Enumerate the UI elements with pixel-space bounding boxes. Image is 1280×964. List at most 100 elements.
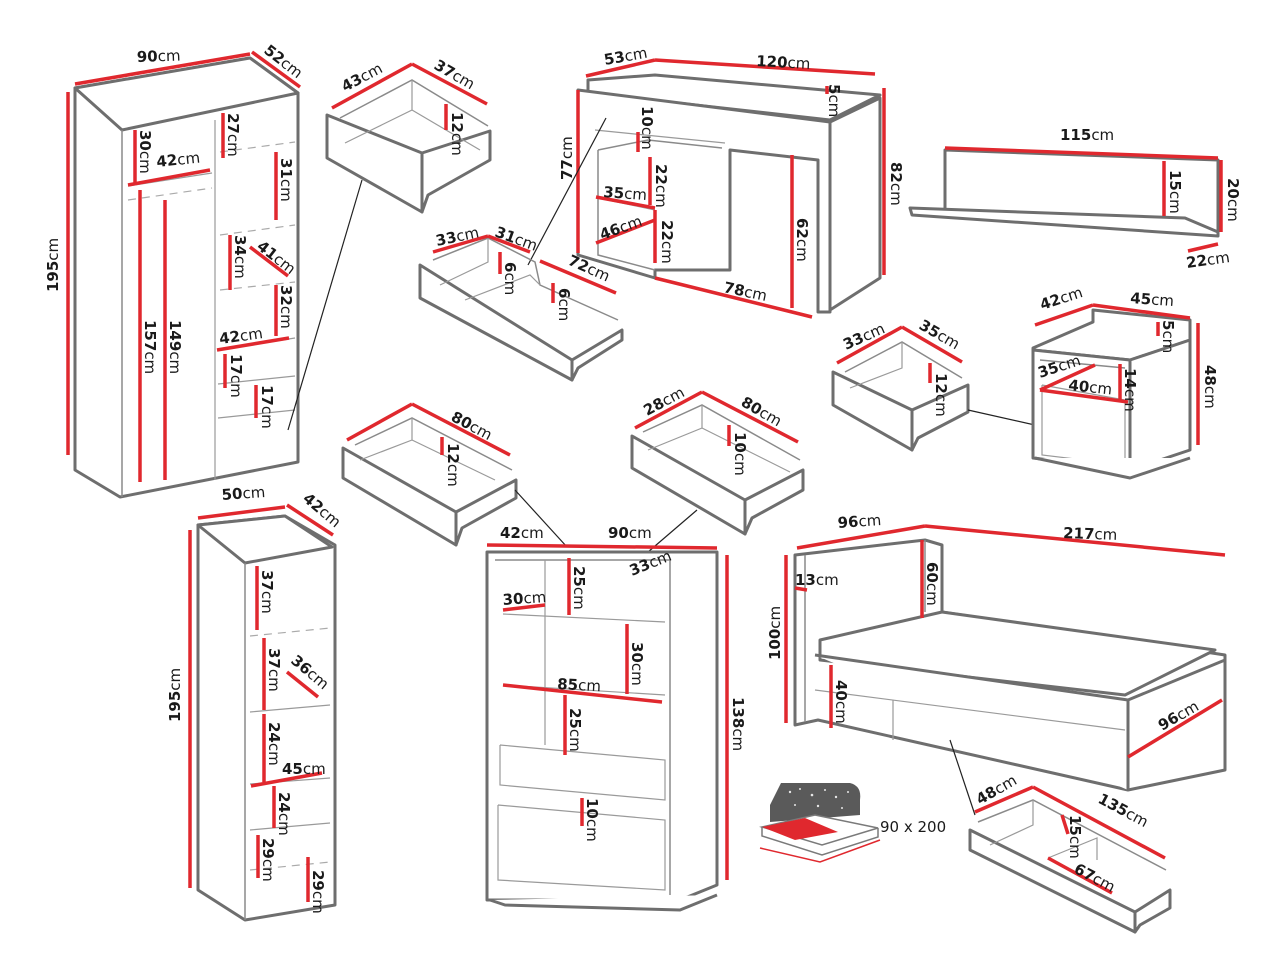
svg-text:149cm: 149cm bbox=[166, 320, 184, 374]
chest-right-leader-line bbox=[647, 509, 698, 553]
svg-text:120cm: 120cm bbox=[756, 52, 811, 73]
shelf-depth: 22 bbox=[1185, 251, 1208, 272]
desk-upstand: 5 bbox=[825, 84, 843, 94]
wardrobe-hanging-inner: 149 bbox=[166, 320, 184, 351]
nightstand-niche-depth: 35 bbox=[1036, 358, 1061, 382]
desk-leader-line bbox=[527, 117, 607, 266]
bookcase-s6: 29 bbox=[309, 870, 327, 891]
chest-of-drawers: 42cm 90cm 33cm 25cm 30cm 30cm 85cm 25cm … bbox=[485, 524, 747, 912]
nightstand-height: 48 bbox=[1201, 365, 1219, 386]
desk-drawer-w: 35 bbox=[603, 183, 625, 202]
bed-head-height: 60 bbox=[923, 562, 941, 583]
svg-text:29cm: 29cm bbox=[309, 870, 327, 914]
desk-drawer1-h: 22 bbox=[652, 164, 670, 185]
bookcase-width: 50 bbox=[221, 485, 243, 504]
svg-text:45cm: 45cm bbox=[1130, 289, 1175, 310]
svg-text:5cm: 5cm bbox=[1159, 320, 1177, 353]
svg-text:77cm: 77cm bbox=[558, 136, 576, 180]
wardrobe-right-top-h: 27 bbox=[224, 113, 242, 134]
chest-drawer-right: 28cm 80cm 10cm bbox=[630, 383, 805, 536]
svg-text:195cm: 195cm bbox=[166, 668, 184, 722]
bookcase-s2: 37 bbox=[265, 648, 283, 669]
wardrobe-right-3-h: 34 bbox=[231, 235, 249, 256]
wardrobe-right-shelf-w: 42 bbox=[218, 327, 241, 348]
svg-text:90cm: 90cm bbox=[137, 46, 181, 66]
svg-text:10cm: 10cm bbox=[731, 432, 749, 476]
chest-mid-gap: 30 bbox=[628, 642, 646, 663]
shelf-width: 115 bbox=[1060, 126, 1091, 144]
bed-drawer: 48cm 135cm 15cm 67cm bbox=[968, 771, 1172, 934]
svg-text:30cm: 30cm bbox=[628, 642, 646, 686]
svg-text:42cm: 42cm bbox=[156, 149, 201, 171]
svg-text:22cm: 22cm bbox=[658, 220, 676, 264]
chest-depth: 42 bbox=[500, 524, 521, 542]
svg-text:78cm: 78cm bbox=[722, 278, 769, 305]
bookcase-s5: 29 bbox=[259, 838, 277, 859]
svg-text:13cm: 13cm bbox=[795, 571, 839, 589]
wardrobe-height-value: 195 bbox=[44, 261, 62, 292]
wardrobe-right-2-h: 31 bbox=[277, 158, 295, 179]
svg-text:80cm: 80cm bbox=[448, 408, 495, 444]
bed-leader-line bbox=[949, 739, 976, 816]
wardrobe-leader-line bbox=[287, 179, 363, 431]
svg-text:217cm: 217cm bbox=[1063, 524, 1118, 544]
bookcase: 50cm 42cm 195cm 37cm 37cm 36cm 24cm 45cm… bbox=[166, 483, 345, 922]
svg-text:17cm: 17cm bbox=[227, 354, 245, 398]
bookcase-s4: 24 bbox=[275, 792, 293, 813]
svg-text:96cm: 96cm bbox=[837, 511, 882, 532]
nightstand-drawer-height: 12 bbox=[932, 373, 950, 394]
svg-text:32cm: 32cm bbox=[277, 285, 295, 329]
bed-drawer-height: 15 bbox=[1066, 815, 1084, 836]
svg-text:48cm: 48cm bbox=[1201, 365, 1219, 409]
wardrobe-hanging-outer: 157 bbox=[141, 320, 159, 351]
svg-text:10cm: 10cm bbox=[583, 798, 601, 842]
chest-drawer-gap: 10 bbox=[583, 798, 601, 819]
svg-text:42cm: 42cm bbox=[500, 524, 544, 542]
svg-text:85cm: 85cm bbox=[557, 675, 602, 695]
nightstand-drawer: 33cm 35cm 12cm bbox=[831, 316, 970, 452]
desk-depth: 53 bbox=[603, 48, 627, 69]
svg-text:82cm: 82cm bbox=[887, 162, 905, 206]
shelf-height: 20 bbox=[1224, 178, 1242, 199]
wall-shelf: 115cm 15cm 20cm 22cm bbox=[908, 126, 1242, 272]
svg-text:62cm: 62cm bbox=[793, 218, 811, 262]
svg-text:90cm: 90cm bbox=[608, 524, 652, 542]
mattress-icon: 90 x 200 bbox=[759, 783, 946, 863]
chest-left-drawer-height: 12 bbox=[444, 443, 462, 464]
svg-text:25cm: 25cm bbox=[566, 708, 584, 752]
svg-text:31cm: 31cm bbox=[277, 158, 295, 202]
svg-text:35cm: 35cm bbox=[603, 183, 648, 204]
svg-text:24cm: 24cm bbox=[265, 722, 283, 766]
chest-height: 138 bbox=[729, 697, 747, 728]
bed-head-thickness: 13 bbox=[795, 571, 816, 589]
bed: 96cm 217cm 13cm 60cm 100cm 40cm 96cm bbox=[766, 511, 1227, 792]
desk-legroom-w: 78 bbox=[722, 278, 746, 300]
chest-left-leader-line bbox=[514, 489, 568, 548]
wardrobe-top-shelf-height: 30 bbox=[136, 130, 154, 151]
svg-text:45cm: 45cm bbox=[282, 760, 326, 778]
svg-text:53cm: 53cm bbox=[603, 44, 649, 69]
svg-text:6cm: 6cm bbox=[555, 288, 573, 321]
desk-drawer-h2: 6 bbox=[555, 288, 573, 298]
svg-text:157cm: 157cm bbox=[141, 320, 159, 374]
svg-text:15cm: 15cm bbox=[1066, 815, 1084, 859]
chest-right-drawer-height: 10 bbox=[731, 432, 749, 453]
svg-text:22cm: 22cm bbox=[652, 164, 670, 208]
chest-shelf-w: 85 bbox=[557, 675, 579, 694]
svg-text:15cm: 15cm bbox=[1166, 170, 1184, 214]
svg-text:37cm: 37cm bbox=[265, 648, 283, 692]
bookcase-s1: 37 bbox=[258, 570, 276, 591]
nightstand-width: 45 bbox=[1130, 289, 1152, 308]
chest-width: 90 bbox=[608, 524, 629, 542]
bookcase-shelf-w: 45 bbox=[282, 760, 303, 778]
svg-text:6cm: 6cm bbox=[501, 262, 519, 295]
desk: 53cm 120cm 5cm 77cm 82cm 10cm 22cm 35cm … bbox=[558, 44, 905, 319]
svg-text:20cm: 20cm bbox=[1224, 178, 1242, 222]
desk-height-left: 77 bbox=[558, 159, 576, 180]
bed-total-height: 100 bbox=[766, 629, 784, 660]
svg-text:30cm: 30cm bbox=[136, 130, 154, 174]
chest-side-shelf: 30 bbox=[502, 590, 524, 609]
bed-length: 217 bbox=[1063, 524, 1095, 543]
wardrobe-drawer: 43cm 37cm 12cm bbox=[325, 56, 492, 214]
nightstand: 42cm 45cm 5cm 48cm 35cm 40cm 14cm bbox=[1031, 283, 1219, 480]
